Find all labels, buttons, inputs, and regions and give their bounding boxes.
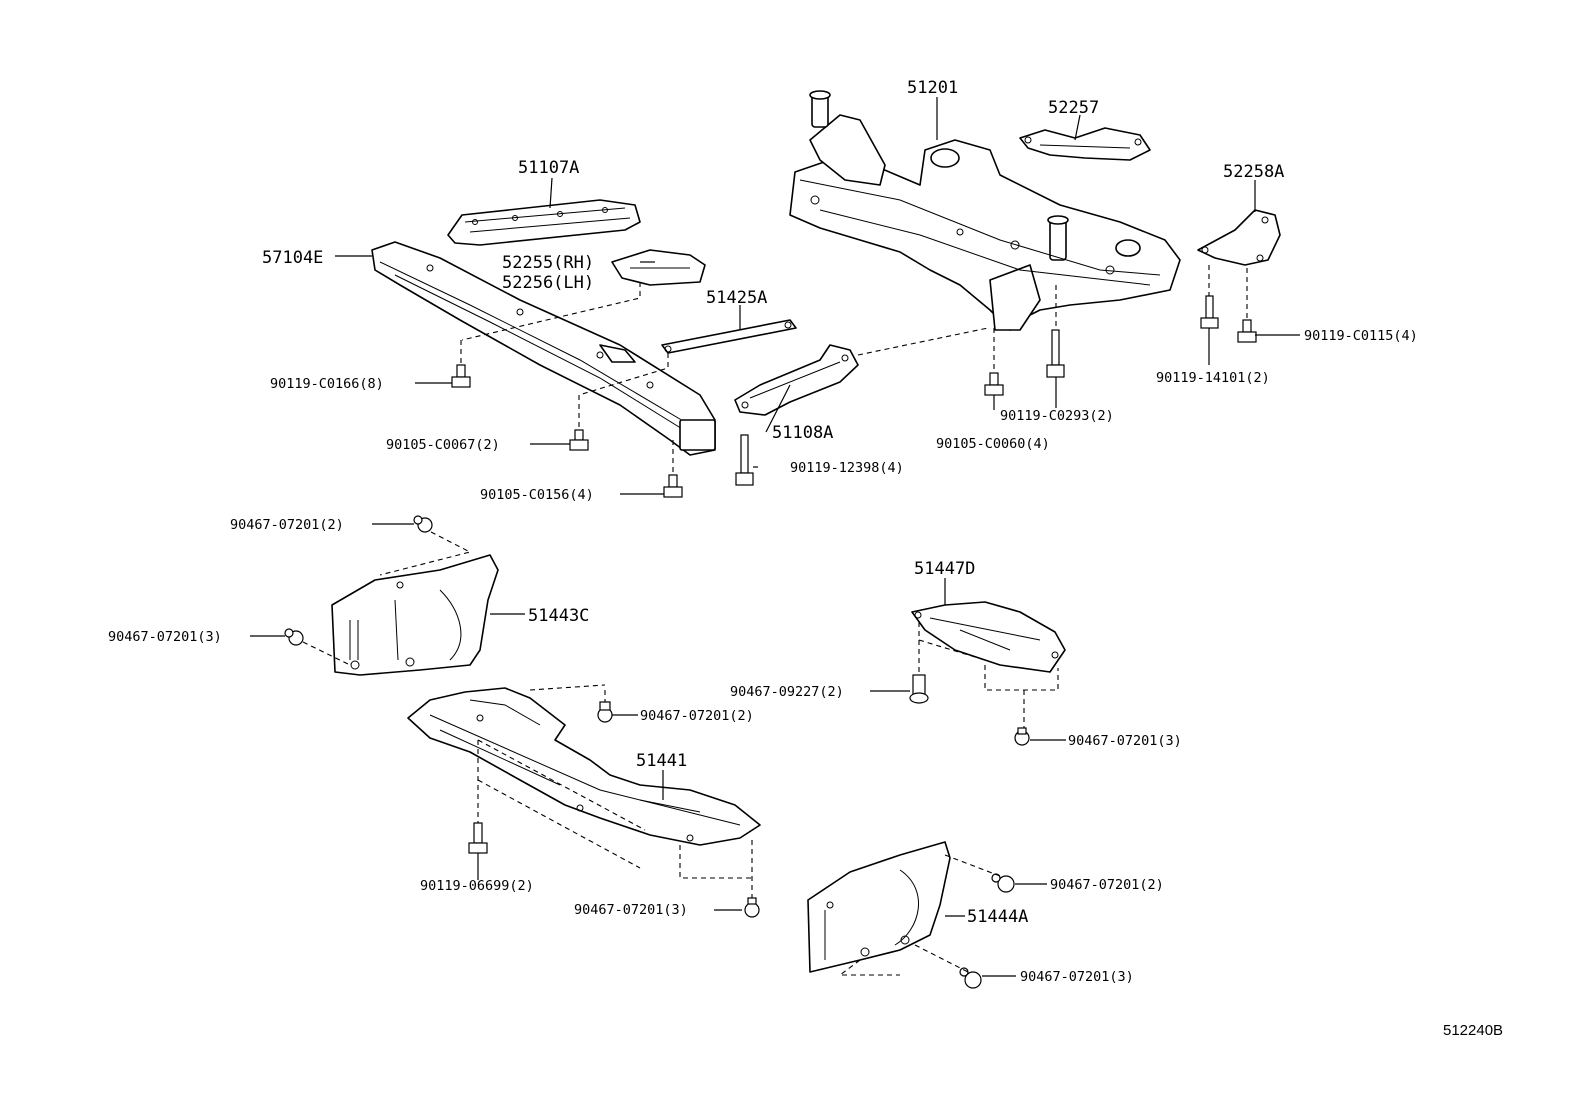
label-90119-C0166: 90119-C0166(8) bbox=[270, 376, 384, 392]
label-51201: 51201 bbox=[907, 78, 958, 98]
label-51443C: 51443C bbox=[528, 606, 589, 626]
clip-icon[interactable] bbox=[284, 628, 304, 646]
diagram-reference: 512240B bbox=[1443, 1022, 1503, 1039]
bracket-51108A[interactable] bbox=[734, 344, 859, 416]
label-52255: 52255(RH) bbox=[502, 253, 594, 273]
leader-lines bbox=[250, 97, 1300, 977]
bolt-icon[interactable] bbox=[1046, 329, 1065, 378]
clip-icon[interactable] bbox=[744, 897, 760, 918]
label-90105-C0060: 90105-C0060(4) bbox=[936, 436, 1050, 452]
bracket-52258A[interactable] bbox=[1197, 209, 1281, 266]
bolt-icon[interactable] bbox=[468, 822, 488, 854]
cover-51441[interactable] bbox=[407, 687, 761, 846]
brace-51425A[interactable] bbox=[661, 319, 797, 354]
label-51425A: 51425A bbox=[706, 288, 767, 308]
label-90119-C0293: 90119-C0293(2) bbox=[1000, 408, 1114, 424]
fastener-bolts bbox=[284, 295, 1257, 989]
plate-52255-52256[interactable] bbox=[611, 249, 706, 286]
label-90467-07201-g: 90467-07201(3) bbox=[1020, 969, 1134, 985]
label-90119-14101: 90119-14101(2) bbox=[1156, 370, 1270, 386]
label-90119-C0115: 90119-C0115(4) bbox=[1304, 328, 1418, 344]
label-90467-07201-b: 90467-07201(3) bbox=[108, 629, 222, 645]
brace-52257[interactable] bbox=[1019, 127, 1151, 161]
reinforcement-51107A[interactable] bbox=[447, 199, 641, 246]
label-51107A: 51107A bbox=[518, 158, 579, 178]
label-52257: 52257 bbox=[1048, 98, 1099, 118]
assembly-dashed-lines bbox=[302, 265, 1248, 976]
label-57104E: 57104E bbox=[262, 248, 323, 268]
label-90467-07201-d: 90467-07201(3) bbox=[1068, 733, 1182, 749]
bolt-icon[interactable] bbox=[735, 434, 754, 486]
label-90467-07201-a: 90467-07201(2) bbox=[230, 517, 344, 533]
label-90119-06699: 90119-06699(2) bbox=[420, 878, 534, 894]
cover-51444A[interactable] bbox=[807, 841, 951, 973]
bolt-icon[interactable] bbox=[984, 372, 1004, 396]
label-52256: 52256(LH) bbox=[502, 273, 594, 293]
clip-icon[interactable] bbox=[991, 873, 1015, 893]
clip-icon[interactable] bbox=[597, 701, 613, 723]
label-90467-09227: 90467-09227(2) bbox=[730, 684, 844, 700]
bolt-icon[interactable] bbox=[1200, 295, 1219, 329]
member-57104E[interactable] bbox=[371, 241, 716, 456]
clip-icon[interactable] bbox=[909, 674, 929, 704]
label-52258A: 52258A bbox=[1223, 162, 1284, 182]
cover-51447D[interactable] bbox=[911, 601, 1066, 673]
label-90119-12398: 90119-12398(4) bbox=[790, 460, 904, 476]
label-90467-07201-f: 90467-07201(2) bbox=[1050, 877, 1164, 893]
label-90105-C0067: 90105-C0067(2) bbox=[386, 437, 500, 453]
bolt-icon[interactable] bbox=[663, 474, 683, 498]
bolt-icon[interactable] bbox=[1237, 319, 1257, 343]
bolt-icon[interactable] bbox=[569, 429, 589, 451]
clip-icon[interactable] bbox=[1014, 727, 1030, 746]
clip-icon[interactable] bbox=[413, 515, 433, 533]
label-51441: 51441 bbox=[636, 751, 687, 771]
label-90467-07201-c: 90467-07201(2) bbox=[640, 708, 754, 724]
label-90467-07201-e: 90467-07201(3) bbox=[574, 902, 688, 918]
bolt-icon[interactable] bbox=[451, 364, 471, 388]
label-90105-C0156: 90105-C0156(4) bbox=[480, 487, 594, 503]
label-51108A: 51108A bbox=[772, 423, 833, 443]
label-51444A: 51444A bbox=[967, 907, 1028, 927]
clip-icon[interactable] bbox=[959, 967, 982, 989]
cover-51443C[interactable] bbox=[331, 554, 499, 676]
label-51447D: 51447D bbox=[914, 559, 975, 579]
crossmember-51201[interactable] bbox=[789, 90, 1181, 331]
